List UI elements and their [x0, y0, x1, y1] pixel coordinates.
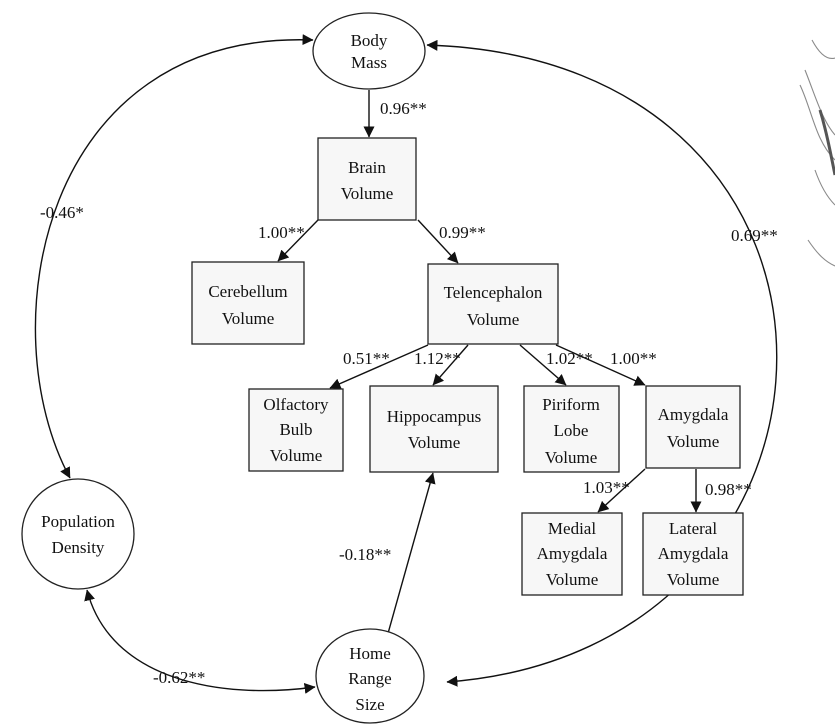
edge-telencephalon-to-olfactory — [329, 344, 429, 389]
coefficient-label: 1.02** — [546, 349, 593, 368]
node-piriform-lobe-volume: Piriform Lobe Volume — [523, 385, 620, 473]
node-label-line: Hippocampus — [387, 407, 481, 426]
node-label-line: Telencephalon — [444, 283, 543, 302]
edge-telencephalon-to-piriform — [519, 344, 567, 386]
node-label-line: Amygdala — [537, 544, 608, 563]
node-label-line: Body — [351, 31, 388, 50]
node-label-line: Volume — [341, 184, 394, 203]
node-home-range-size: Home Range Size — [315, 628, 425, 724]
node-label-line: Piriform — [542, 395, 600, 414]
node-label-line: Volume — [222, 309, 275, 328]
node-population-density: Population Density — [21, 478, 135, 590]
coefficient-label: 1.00** — [610, 349, 657, 368]
node-label-line: Lateral — [669, 519, 717, 538]
node-label-line: Mass — [351, 53, 387, 72]
node-label-line: Range — [348, 669, 391, 688]
node-label-line: Volume — [467, 310, 520, 329]
node-cerebellum-volume: Cerebellum Volume — [191, 261, 305, 345]
coefficient-label: -0.46* — [40, 203, 84, 222]
node-amygdala-volume: Amygdala Volume — [645, 385, 741, 469]
edge-population-density-home-range — [84, 589, 316, 694]
edge-home-range-to-hippocampus — [386, 472, 436, 638]
coefficient-label: 0.51** — [343, 349, 390, 368]
edge-body-mass-home-range — [426, 39, 778, 687]
edge-body-mass-population-density — [34, 34, 314, 479]
node-label-line: Olfactory — [263, 395, 329, 414]
coefficient-label: 0.98** — [705, 480, 752, 499]
coefficient-label: 0.69** — [731, 226, 778, 245]
coefficient-label: 1.00** — [258, 223, 305, 242]
node-label-line: Lobe — [554, 421, 589, 440]
node-olfactory-bulb-volume: Olfactory Bulb Volume — [248, 388, 344, 472]
edge-telencephalon-to-amygdala — [555, 344, 646, 386]
node-label-line: Volume — [408, 433, 461, 452]
node-label-line: Density — [52, 538, 105, 557]
node-label-line: Amygdala — [658, 544, 729, 563]
coefficient-label: -0.18** — [339, 545, 391, 564]
node-telencephalon-volume: Telencephalon Volume — [427, 263, 559, 345]
node-hippocampus-volume: Hippocampus Volume — [369, 385, 499, 473]
node-label-line: Volume — [546, 570, 599, 589]
node-lateral-amygdala-volume: Lateral Amygdala Volume — [642, 512, 744, 596]
edges — [34, 34, 778, 694]
node-label-line: Volume — [667, 432, 720, 451]
background-sketch — [799, 39, 835, 267]
node-label-line: Population — [41, 512, 115, 531]
node-label-line: Amygdala — [658, 405, 729, 424]
coefficient-label: -0.62** — [153, 668, 205, 687]
node-label-line: Medial — [548, 519, 596, 538]
edge-labels: 0.96** 1.00** 0.99** 0.51** 1.12** 1.02*… — [40, 99, 778, 687]
node-label-line: Bulb — [279, 420, 312, 439]
coefficient-label: 0.96** — [380, 99, 427, 118]
node-label-line: Home — [349, 644, 391, 663]
node-label-line: Volume — [270, 446, 323, 465]
node-label-line: Size — [355, 695, 384, 714]
node-body-mass: Body Mass — [312, 12, 426, 90]
node-brain-volume: Brain Volume — [317, 137, 417, 221]
edge-amygdala-to-medial — [597, 468, 646, 513]
node-label-line: Cerebellum — [208, 282, 287, 301]
node-label-line: Volume — [545, 448, 598, 467]
node-medial-amygdala-volume: Medial Amygdala Volume — [521, 512, 623, 596]
coefficient-label: 1.03** — [583, 478, 630, 497]
coefficient-label: 0.99** — [439, 223, 486, 242]
node-label-line: Volume — [667, 570, 720, 589]
node-label-line: Brain — [348, 158, 386, 177]
coefficient-label: 1.12** — [414, 349, 461, 368]
